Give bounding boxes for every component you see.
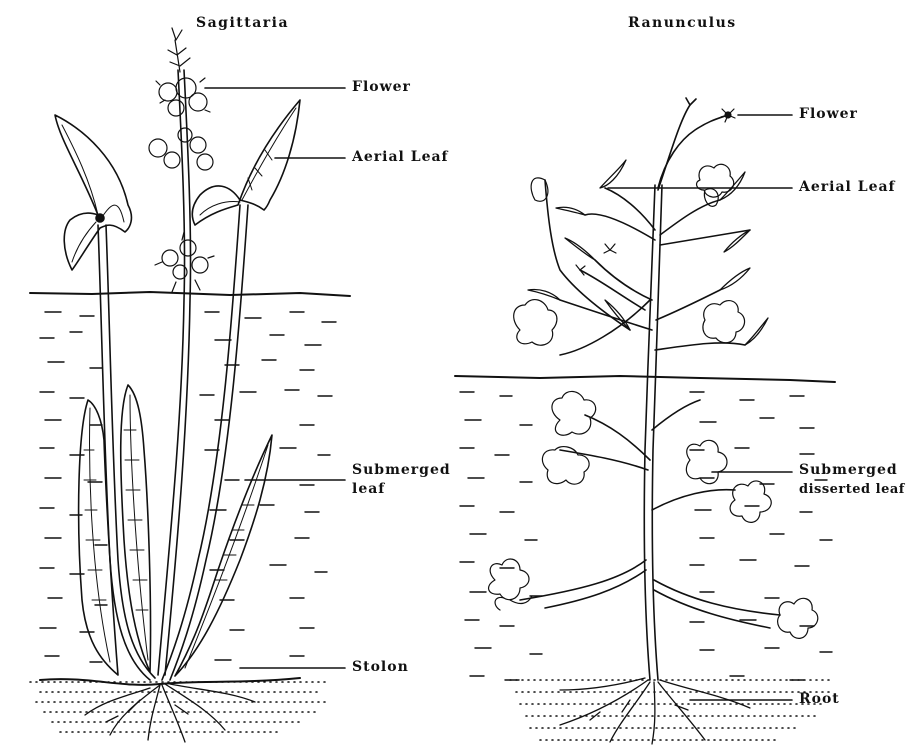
- sagittaria-scape-b: [165, 70, 191, 675]
- sagittaria-submerged-label-line1: Submerged: [352, 462, 451, 479]
- sagittaria-aerial-leaf-label: Aerial Leaf: [352, 149, 449, 166]
- sagittaria-soil: [30, 682, 330, 732]
- sagittaria-aerial-leaf-right: [192, 100, 300, 225]
- ranunculus-submerged-label-line2: disserted leaf: [799, 481, 905, 498]
- sagittaria-flower-label: Flower: [352, 79, 411, 96]
- sagittaria-roots: [85, 684, 255, 742]
- sagittaria-plant: [30, 28, 350, 742]
- ranunculus-water-surface: [455, 376, 835, 382]
- ranunculus-aerial-leaf-label: Aerial Leaf: [799, 179, 896, 196]
- ranunculus-title: Ranunculus: [628, 15, 737, 32]
- sagittaria-submerged-leaf-1: [79, 400, 118, 675]
- sagittaria-title: Sagittaria: [196, 15, 289, 32]
- ranunculus-soil: [510, 680, 830, 740]
- ranunculus-buds: [531, 178, 718, 275]
- sagittaria-submerged-leaf-3: [175, 435, 272, 676]
- ranunculus-main-stem-b: [652, 185, 662, 680]
- ranunculus-flower-label: Flower: [799, 106, 858, 123]
- sagittaria-submerged-label-line2: leaf: [352, 481, 385, 498]
- ranunculus-top-flower: [721, 109, 735, 122]
- ranunculus-roots: [560, 678, 750, 744]
- ranunculus-root-label: Root: [799, 691, 840, 708]
- ranunculus-plant: [455, 98, 835, 744]
- sagittaria-aerial-leaf-left: [55, 115, 131, 270]
- ranunculus-submerged-label-line1: Submerged: [799, 462, 898, 479]
- sagittaria-stolon-label: Stolon: [352, 659, 409, 676]
